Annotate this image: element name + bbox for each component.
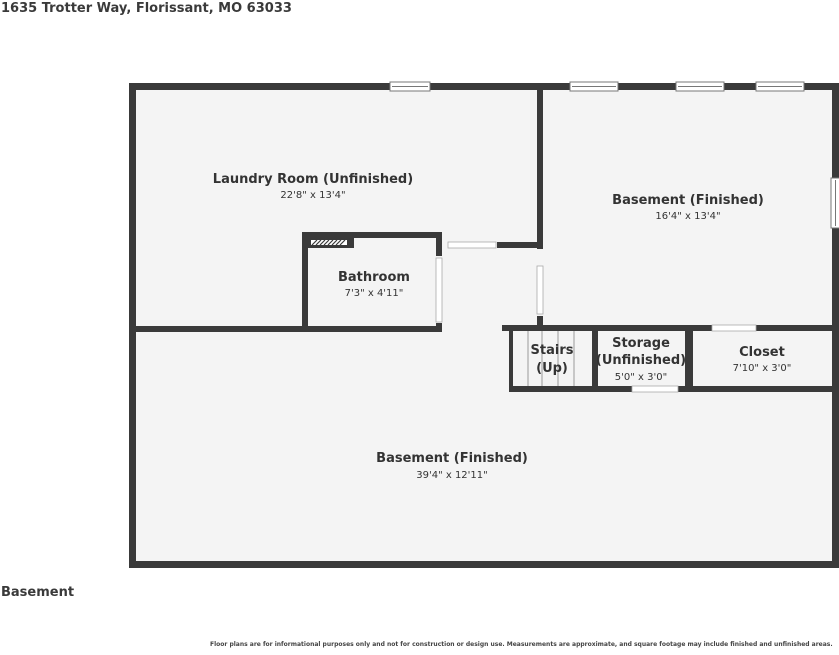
window [389,81,431,92]
room-closet: Closet 7'10" x 3'0" [733,345,792,374]
windows [389,81,839,229]
room-name: Storage [612,336,670,351]
window [675,81,725,92]
room-dimensions: 7'10" x 3'0" [733,363,792,374]
room-stairs: Stairs (Up) [531,343,574,376]
window [830,177,839,229]
room-name-line2: (Up) [536,361,568,376]
room-dimensions: 22'8" x 13'4" [280,190,345,201]
room-basement-lower: Basement (Finished) 39'4" x 12'11" [376,451,528,481]
room-name: Laundry Room (Unfinished) [213,172,413,187]
room-name-line2: (Unfinished) [596,353,686,368]
room-name: Bathroom [338,270,410,285]
room-name: Basement (Finished) [376,451,528,466]
room-name: Basement (Finished) [612,193,764,208]
room-name: Stairs [531,343,574,358]
room-storage: Storage (Unfinished) 5'0" x 3'0" [596,336,686,383]
room-laundry: Laundry Room (Unfinished) 22'8" x 13'4" [213,172,413,201]
room-dimensions: 7'3" x 4'11" [345,288,404,299]
room-dimensions: 5'0" x 3'0" [615,372,667,383]
stair-treads [527,331,575,386]
floor-label: Basement [1,585,75,600]
window [755,81,805,92]
disclaimer: Floor plans are for informational purpos… [210,641,833,648]
window [569,81,619,92]
room-name: Closet [739,345,785,360]
address-title: 1635 Trotter Way, Florissant, MO 63033 [1,1,292,16]
door-openings [435,241,757,393]
exterior-walls [129,83,839,568]
room-dimensions: 16'4" x 13'4" [655,211,720,222]
room-basement-upper: Basement (Finished) 16'4" x 13'4" [612,193,764,222]
vent-hatch [308,238,354,248]
room-dimensions: 39'4" x 12'11" [416,470,488,481]
room-bathroom: Bathroom 7'3" x 4'11" [338,270,410,299]
